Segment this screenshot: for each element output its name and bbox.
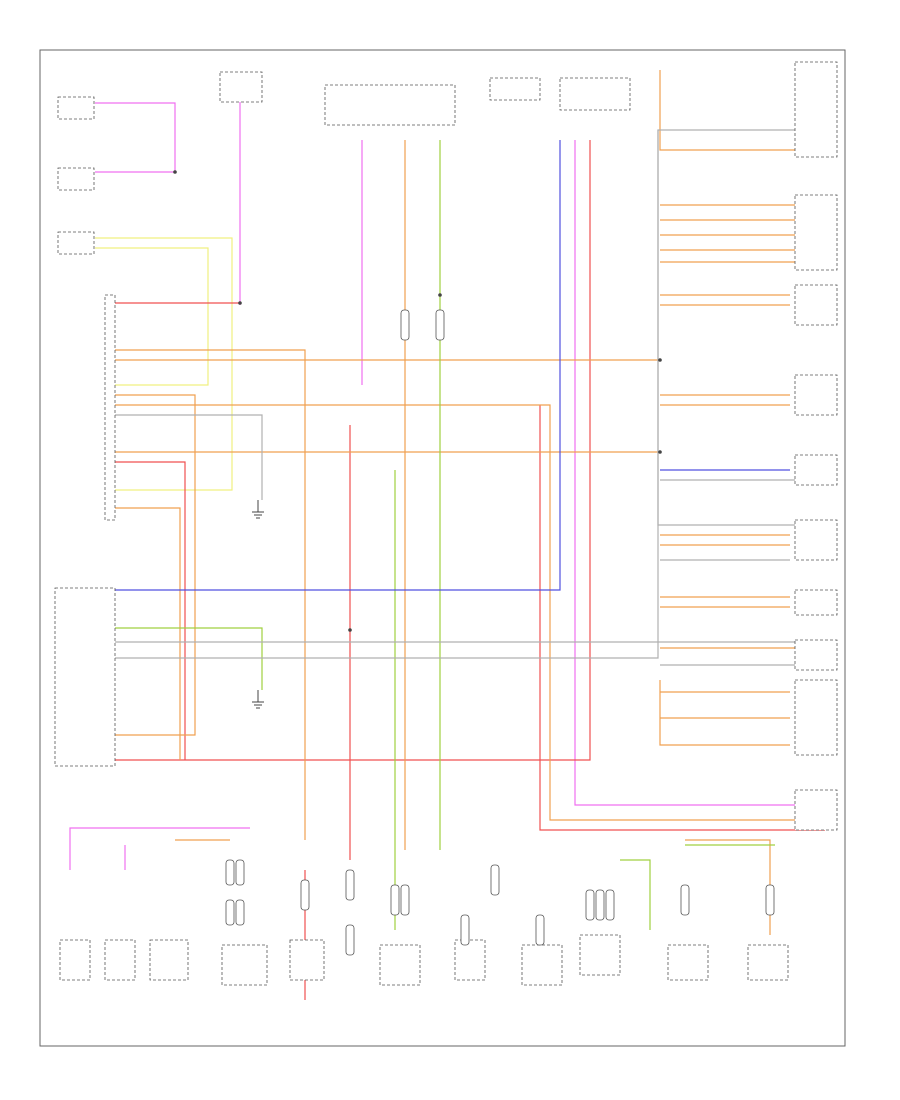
splice-dot: [658, 450, 662, 454]
connector-symbol: [225, 859, 235, 886]
wire-yellow-1: [95, 237, 233, 491]
component-bottom-10: [667, 944, 709, 981]
component-bottom-6: [379, 944, 421, 986]
connector-symbol: [595, 889, 605, 921]
module-right-6: [794, 519, 838, 561]
wire-red-3: [115, 461, 186, 760]
component-bottom-8: [521, 944, 563, 986]
component-bottom-9: [579, 934, 621, 976]
wire-pink-4: [574, 140, 825, 806]
module-right-3: [794, 284, 838, 326]
diagram-frame: [39, 49, 846, 1047]
component-bottom-7: [454, 939, 486, 981]
component-diagnostic-connector-1: [104, 294, 116, 521]
component-top-left-sensor: [57, 96, 95, 120]
wire-gray-1: [115, 129, 825, 659]
wire-green-5: [620, 859, 651, 930]
wire-red-2: [115, 140, 591, 761]
wire-orange-23: [659, 680, 790, 746]
ground-layer: [252, 500, 264, 709]
wire-yellow-2: [95, 247, 209, 386]
wire-pink-5: [69, 827, 250, 870]
connector-layer: [225, 309, 775, 956]
component-diagnostic-connector-2: [54, 587, 116, 767]
wire-orange-4: [115, 404, 825, 821]
connector-symbol: [605, 889, 615, 921]
module-right-4: [794, 374, 838, 416]
wire-gray-3: [115, 414, 263, 500]
splice-layer: [173, 170, 662, 632]
wire-pink-1: [95, 102, 176, 173]
component-bottom-2: [104, 939, 136, 981]
wire-orange-7: [115, 507, 181, 760]
connector-symbol: [235, 899, 245, 926]
component-bottom-1: [59, 939, 91, 981]
wire-layer: [69, 70, 825, 1000]
splice-dot: [438, 293, 442, 297]
wire-red-5: [539, 405, 825, 831]
connector-symbol: [225, 899, 235, 926]
wire-blue-1: [115, 140, 561, 591]
component-bottom-11: [747, 944, 789, 981]
wire-orange-26: [685, 839, 771, 935]
connector-symbol: [490, 864, 500, 896]
ground-symbol: [252, 500, 264, 519]
connector-symbol: [235, 859, 245, 886]
connector-symbol: [535, 914, 545, 946]
component-bottom-3: [149, 939, 189, 981]
splice-dot: [658, 358, 662, 362]
component-top-right-module: [489, 77, 541, 101]
splice-dot: [173, 170, 177, 174]
component-top-center-module: [324, 84, 456, 126]
wire-green-3: [115, 627, 263, 690]
connector-symbol: [400, 884, 410, 916]
wire-orange-8: [659, 70, 825, 151]
components-layer: [54, 61, 838, 986]
component-instrument-cluster: [57, 231, 95, 255]
connector-symbol: [345, 869, 355, 901]
component-bottom-5: [289, 939, 325, 981]
module-right-9: [794, 679, 838, 756]
connector-symbol: [460, 914, 470, 946]
component-bottom-4: [221, 944, 268, 986]
connector-symbol: [390, 884, 400, 916]
connector-symbol: [435, 309, 445, 341]
connector-symbol: [680, 884, 690, 916]
wire-gray-4: [657, 130, 825, 526]
module-right-7: [794, 589, 838, 616]
connector-symbol: [585, 889, 595, 921]
module-right-2: [794, 194, 838, 271]
connector-symbol: [400, 309, 410, 341]
splice-dot: [238, 301, 242, 305]
component-fuse-top-left: [219, 71, 263, 103]
connector-symbol: [345, 924, 355, 956]
module-right-8: [794, 639, 838, 671]
wire-orange-1: [115, 349, 306, 840]
connector-symbol: [300, 879, 310, 911]
module-right-10: [794, 789, 838, 831]
module-right-1: [794, 61, 838, 158]
component-fuse-block-right: [559, 77, 631, 111]
component-climate-module: [57, 167, 95, 191]
connector-symbol: [765, 884, 775, 916]
ground-symbol: [252, 690, 264, 709]
wire-orange-3: [115, 394, 196, 736]
module-right-5: [794, 454, 838, 486]
splice-dot: [348, 628, 352, 632]
